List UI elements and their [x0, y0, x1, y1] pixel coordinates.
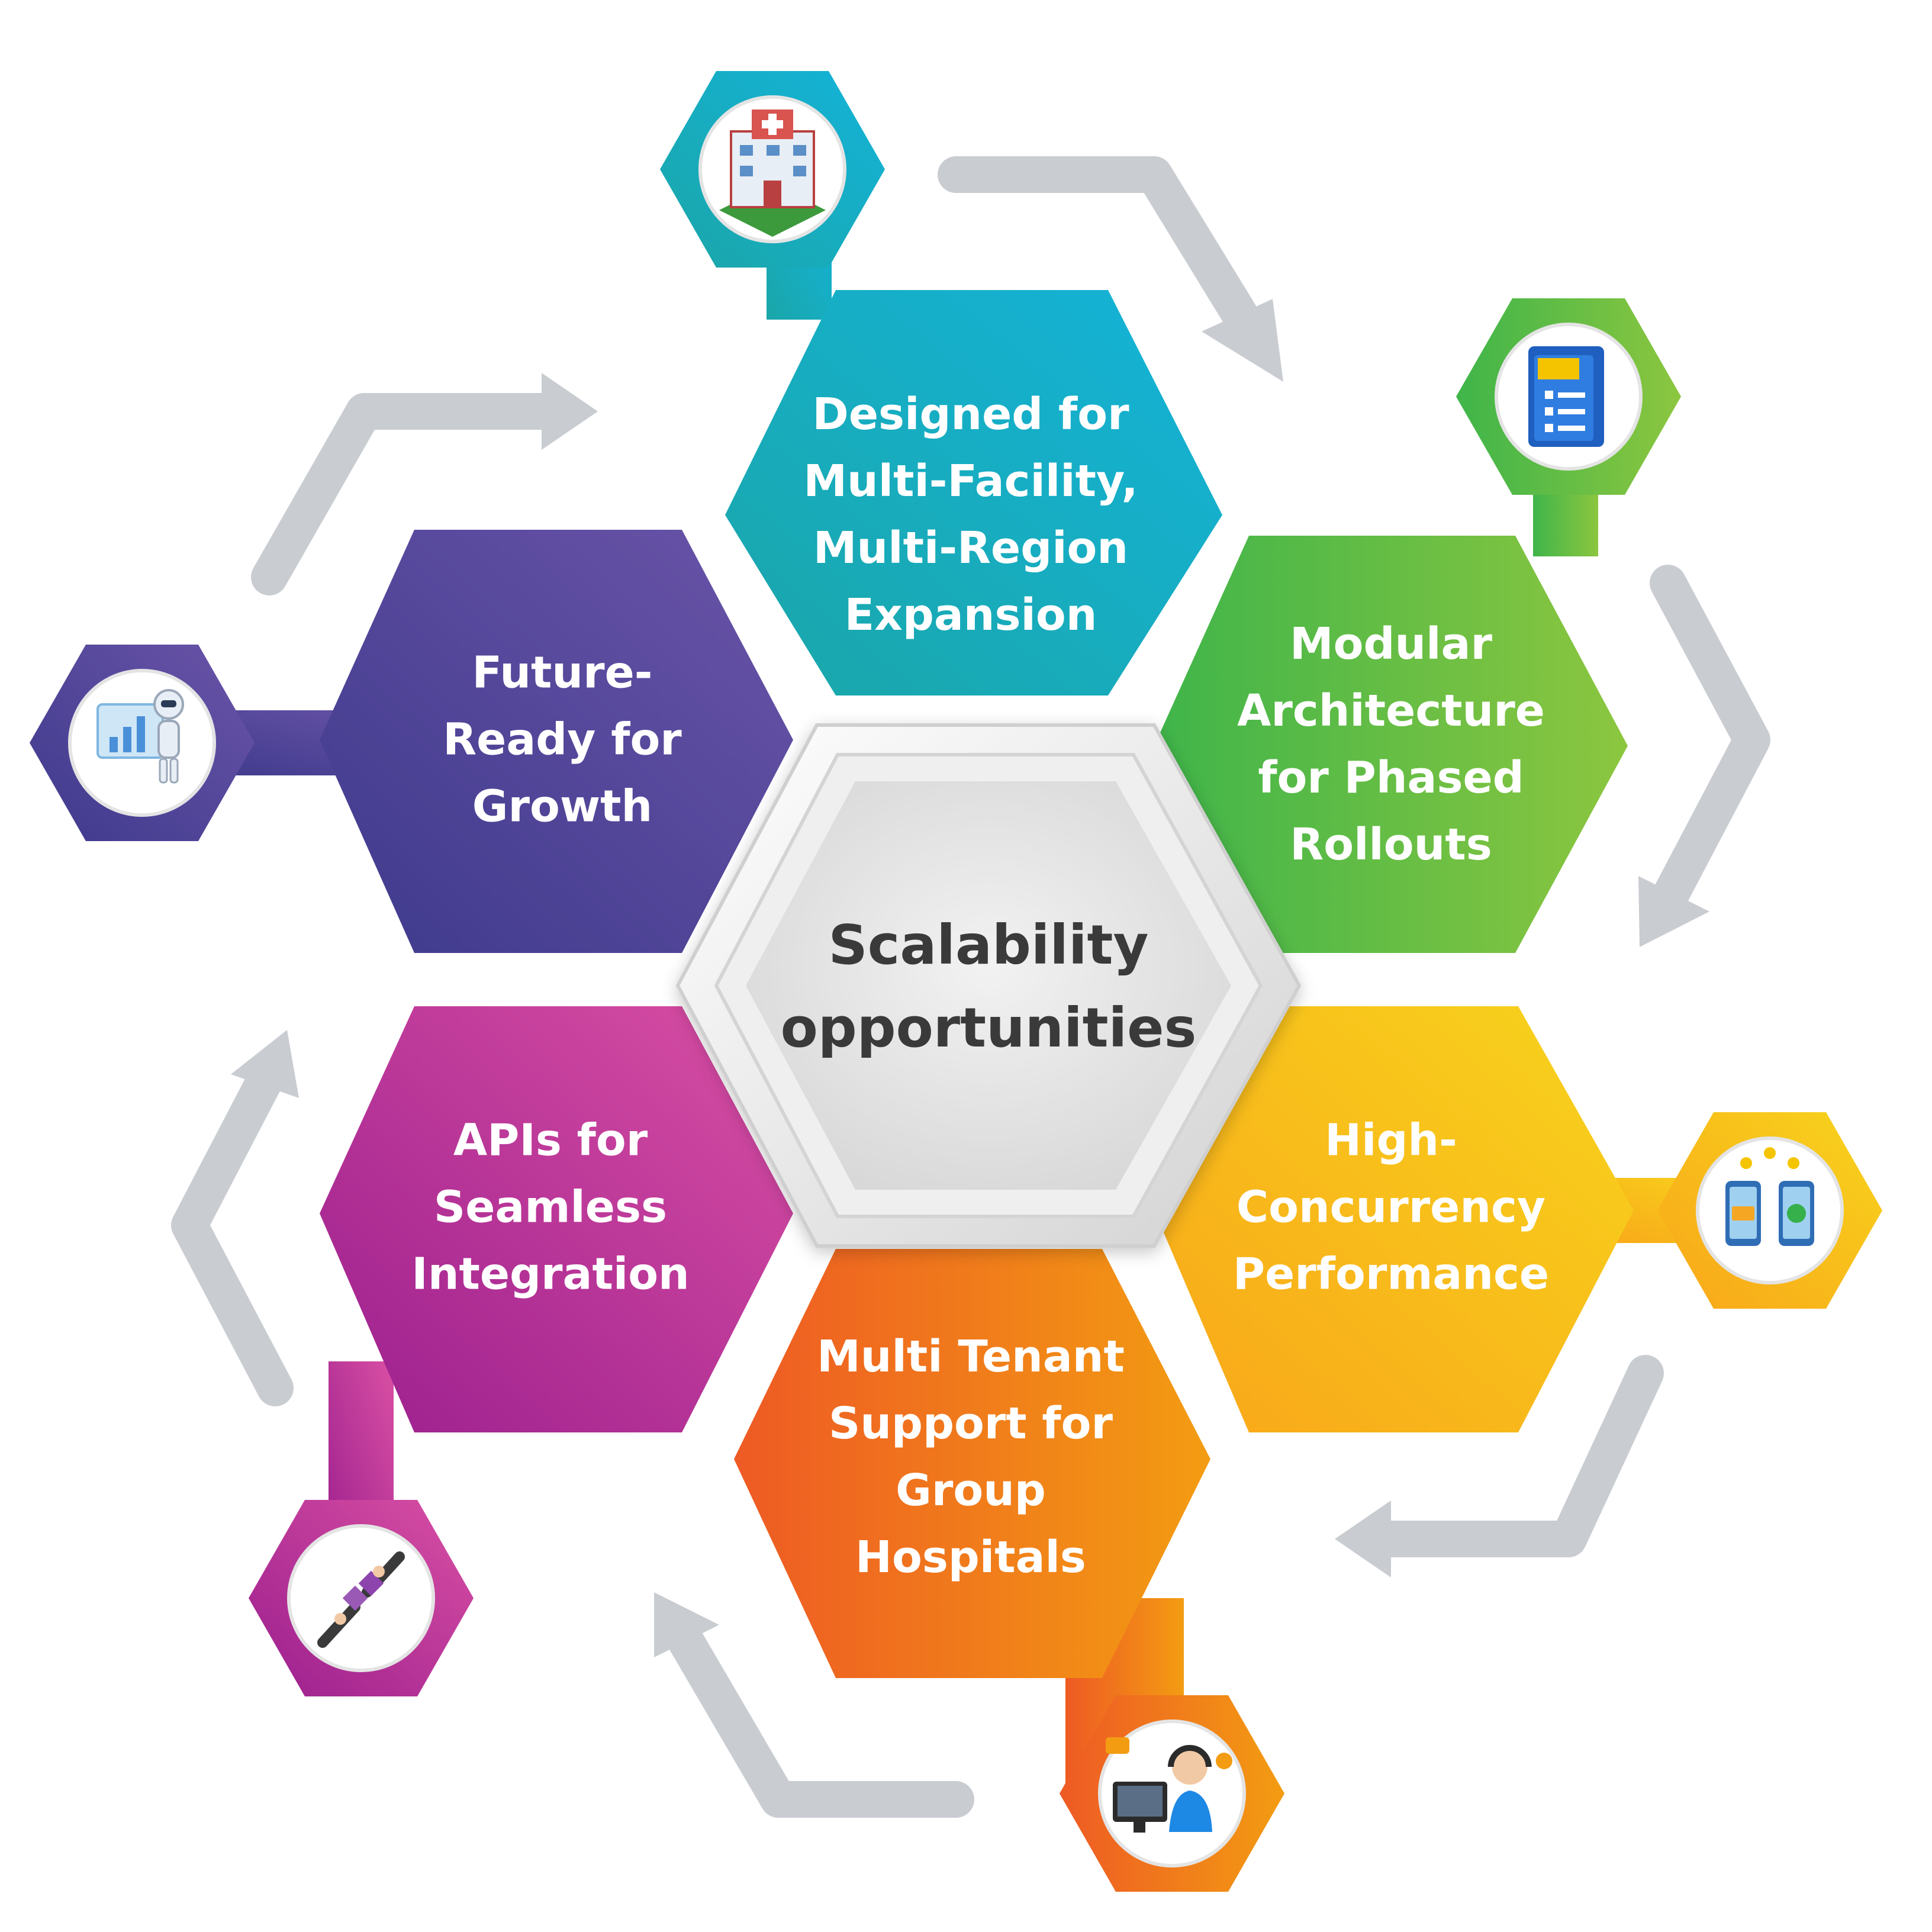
segment-multi-facility — [660, 71, 1222, 695]
hospital-building-icon — [719, 110, 826, 237]
segment-modular — [1154, 298, 1681, 953]
hexagon-body — [734, 1249, 1210, 1678]
label-line: Concurrency — [1236, 1181, 1546, 1233]
arrow-right — [1650, 565, 1770, 918]
arrowhead-top-left — [542, 373, 598, 450]
label-line: Seamless — [433, 1181, 668, 1233]
label-line: Performance — [1232, 1248, 1550, 1300]
arrowhead-bottom — [654, 1592, 719, 1657]
arrow-bottom — [668, 1624, 974, 1818]
arrow-bottom-right — [1370, 1355, 1664, 1557]
label-line: Multi-Region — [813, 523, 1129, 574]
support-agent-icon — [1106, 1737, 1232, 1833]
action-plan-clipboard-icon — [1528, 346, 1604, 447]
arrowhead-bottom-right — [1335, 1500, 1391, 1577]
label-future: Future- Ready for Growth — [443, 640, 682, 841]
label-line: Growth — [472, 781, 653, 832]
label-line: APIs for — [453, 1115, 648, 1166]
label-line: Modular — [1290, 619, 1492, 669]
label-line: High- — [1325, 1115, 1457, 1166]
label-line: Rollouts — [1290, 819, 1492, 870]
arrowhead-right — [1638, 876, 1709, 947]
label-line: Support for — [829, 1398, 1113, 1449]
mobile-payment-icon — [1725, 1147, 1814, 1246]
label-line: Expansion — [844, 590, 1097, 640]
label-multi-facility: Designed for Multi-Facility, Multi-Regio… — [803, 381, 1138, 649]
label-line: Designed for — [812, 389, 1129, 440]
label-line: Ready for — [443, 714, 682, 765]
segment-multi-tenant — [734, 1249, 1284, 1892]
hexagon-body — [1154, 1006, 1634, 1432]
label-line: Integration — [411, 1248, 690, 1300]
flow-arrows — [171, 156, 1770, 1818]
label-concurrency: High- Concurrency Performance — [1233, 1107, 1549, 1308]
label-modular: Modular Architecture for Phased Rollouts — [1237, 611, 1545, 878]
label-multi-tenant: Multi Tenant Support for Group Hospitals — [817, 1324, 1125, 1591]
label-line: for Phased — [1258, 752, 1524, 803]
segment-concurrency — [1154, 1006, 1882, 1432]
label-line: Multi Tenant — [817, 1331, 1125, 1382]
center-face — [746, 781, 1231, 1190]
segment-future — [30, 530, 793, 953]
hexagon-body — [320, 1006, 793, 1432]
label-line: Hospitals — [855, 1532, 1086, 1583]
arrow-heads — [231, 299, 1709, 1657]
arrowhead-top-right — [1202, 299, 1283, 382]
arrow-top-right — [938, 156, 1261, 338]
label-line: Future- — [472, 647, 653, 698]
center-hexagon — [675, 723, 1302, 1248]
hexagon-body — [320, 530, 793, 953]
arrow-top-left — [251, 393, 566, 595]
hexagon-body — [1154, 536, 1628, 953]
center-title: Scalability opportunities — [781, 904, 1197, 1070]
arrow-left — [171, 1065, 294, 1406]
center-title-line: Scalability — [828, 913, 1149, 977]
label-apis: APIs for Seamless Integration — [411, 1107, 689, 1308]
icon-circle — [1696, 1136, 1844, 1284]
hexagon-body — [725, 290, 1222, 695]
arrowhead-left — [231, 1030, 299, 1098]
label-line: Multi-Facility, — [803, 456, 1138, 507]
center-title-line: opportunities — [780, 996, 1197, 1060]
robot-chart-icon — [96, 689, 184, 784]
segment-apis — [249, 1006, 793, 1696]
label-line: Group — [896, 1465, 1046, 1516]
label-line: Architecture — [1237, 685, 1545, 736]
